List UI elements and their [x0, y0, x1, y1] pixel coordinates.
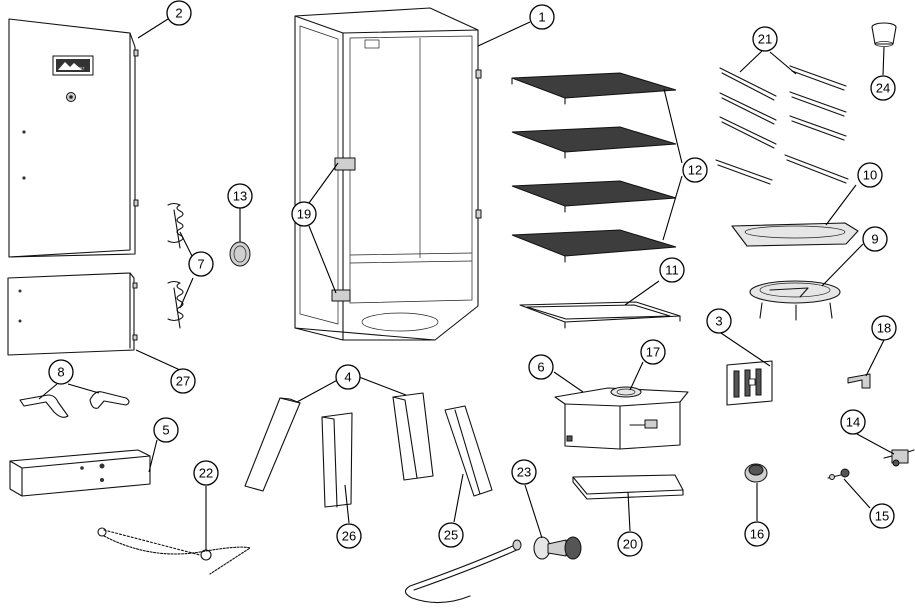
callout-3: 3 [706, 308, 732, 334]
callout-label: 3 [715, 314, 722, 329]
callout-24: 24 [870, 75, 896, 101]
callout-label: 12 [688, 163, 702, 178]
part-legs [244, 392, 493, 508]
callout-17: 17 [640, 339, 666, 365]
cabinet-latch-lower [331, 289, 351, 302]
cabinet-latch-upper [334, 157, 356, 171]
part-front-panel [9, 449, 151, 497]
callout-label: 11 [665, 263, 679, 278]
callout-label: 21 [758, 32, 772, 47]
part-thermometer [229, 241, 251, 267]
callout-label: 1 [538, 10, 545, 25]
callout-13: 13 [227, 183, 253, 209]
callout-21: 21 [752, 26, 778, 52]
callout-20: 20 [617, 531, 643, 557]
part-main-door: MASTERBUILT [8, 18, 139, 258]
part-lower-door [7, 272, 138, 356]
callout-label: 8 [57, 365, 64, 380]
part-knob [744, 463, 768, 483]
callout-15: 15 [869, 503, 895, 529]
callout-5: 5 [153, 417, 179, 443]
part-vent-plate [726, 360, 773, 406]
callout-label: 19 [297, 207, 311, 222]
callout-8: 8 [48, 359, 74, 385]
part-burner-ring [610, 386, 642, 398]
callout-2: 2 [166, 0, 192, 26]
callout-label: 4 [344, 370, 351, 385]
part-handles [19, 391, 130, 418]
callout-27: 27 [170, 368, 196, 394]
part-drip-frame [519, 301, 681, 329]
callout-19: 19 [291, 201, 317, 227]
callout-label: 17 [646, 345, 660, 360]
part-hose-regulator [404, 536, 582, 604]
callout-6: 6 [528, 354, 554, 380]
callout-label: 2 [175, 6, 182, 21]
callout-label: 9 [871, 232, 878, 247]
part-water-pan [731, 222, 859, 247]
callout-1: 1 [529, 4, 555, 30]
part-springs [167, 202, 184, 329]
callout-25: 25 [438, 522, 464, 548]
part-cup [871, 22, 897, 47]
callout-16: 16 [744, 521, 770, 547]
callout-18: 18 [871, 315, 897, 341]
callout-label: 7 [197, 257, 204, 272]
callout-4: 4 [335, 364, 361, 390]
part-cooking-racks [511, 72, 677, 263]
part-igniter [827, 468, 850, 480]
callout-10: 10 [857, 162, 883, 188]
door-badge: MASTERBUILT [52, 55, 94, 76]
callout-label: 14 [846, 415, 860, 430]
part-cabinet [294, 7, 482, 341]
part-bracket [847, 373, 871, 389]
callout-label: 27 [176, 374, 190, 389]
part-chip-tray [749, 280, 841, 321]
part-control-valve [883, 449, 915, 467]
callout-label: 25 [444, 528, 458, 543]
callout-9: 9 [862, 226, 888, 252]
callout-26: 26 [336, 523, 362, 549]
door-badge-text: MASTERBUILT [61, 67, 85, 71]
callout-label: 6 [537, 360, 544, 375]
callout-label: 23 [517, 465, 531, 480]
callout-label: 10 [863, 168, 877, 183]
callout-label: 20 [623, 537, 637, 552]
callout-12: 12 [682, 157, 708, 183]
callout-label: 24 [876, 81, 890, 96]
callout-14: 14 [840, 409, 866, 435]
callout-22: 22 [193, 460, 219, 486]
callout-23: 23 [511, 459, 537, 485]
callout-label: 18 [877, 321, 891, 336]
callout-label: 26 [342, 529, 356, 544]
callout-label: 16 [750, 527, 764, 542]
callout-label: 5 [162, 423, 169, 438]
callout-label: 13 [233, 189, 247, 204]
leader-lines [38, 18, 895, 550]
callout-11: 11 [659, 257, 685, 283]
callout-label: 15 [875, 509, 889, 524]
part-chain [97, 527, 251, 575]
part-heat-shield [572, 474, 684, 500]
callout-label: 22 [199, 466, 213, 481]
part-rack-supports [715, 65, 849, 185]
callout-7: 7 [188, 251, 214, 277]
